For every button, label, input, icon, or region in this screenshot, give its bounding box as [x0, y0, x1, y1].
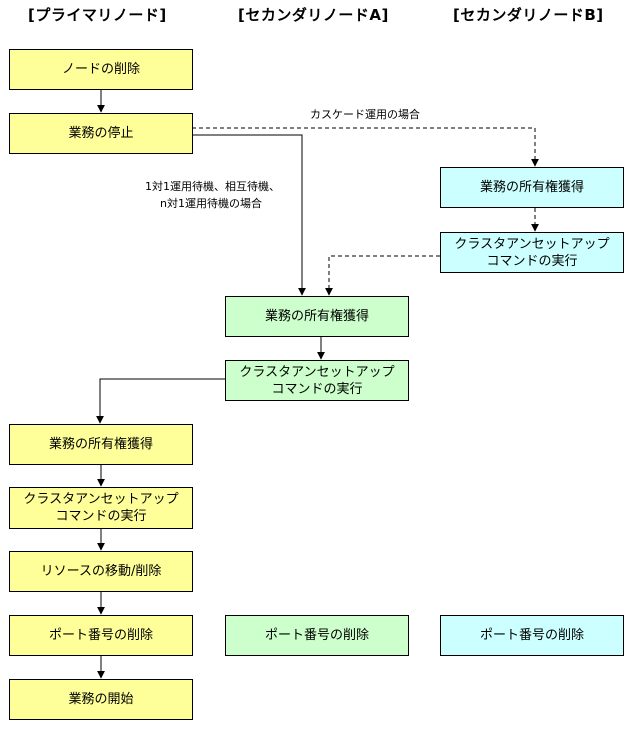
step-label: ノードの削除 — [61, 62, 140, 77]
secondary-b-step-cluster-unsetup: クラスタアンセットアップコマンドの実行 — [440, 232, 624, 273]
step-label: 業務の所有権獲得 — [479, 180, 584, 195]
secondary-a-step-cluster-unsetup: クラスタアンセットアップコマンドの実行 — [225, 360, 409, 401]
step-label: クラスタアンセットアップコマンドの実行 — [23, 492, 179, 524]
primary-step-move-delete-resource: リソースの移動/削除 — [9, 551, 193, 592]
primary-step-cluster-unsetup: クラスタアンセットアップコマンドの実行 — [9, 487, 193, 529]
secondary-b-step-delete-port: ポート番号の削除 — [440, 615, 624, 656]
step-label: ポート番号の削除 — [479, 628, 584, 643]
arrow-a-unsetup-to-primary-ownership — [96, 378, 225, 424]
primary-step-start-service: 業務の開始 — [9, 679, 193, 720]
step-label: ポート番号の削除 — [48, 628, 153, 643]
secondary-a-step-delete-port: ポート番号の削除 — [225, 615, 409, 656]
secondary-a-step-acquire-ownership: 業務の所有権獲得 — [225, 296, 409, 337]
step-label: クラスタアンセットアップコマンドの実行 — [239, 364, 395, 397]
arrow-stop-to-secondary-b — [192, 127, 539, 167]
step-label: リソースの移動/削除 — [40, 564, 162, 579]
header-secondary-node-a: [セカンダリノードA] — [238, 6, 389, 24]
step-label: 業務の所有権獲得 — [264, 309, 369, 324]
arrow-b-unsetup-to-a-ownership — [325, 255, 440, 296]
primary-step-acquire-ownership: 業務の所有権獲得 — [9, 424, 193, 465]
note-standby-line2: n対1運用待機の場合 — [160, 197, 262, 210]
step-label: クラスタアンセットアップコマンドの実行 — [454, 236, 610, 269]
step-label: 業務の所有権獲得 — [48, 437, 153, 452]
header-secondary-node-b: [セカンダリノードB] — [453, 6, 604, 24]
note-cascade: カスケード運用の場合 — [310, 108, 420, 121]
step-label: 業務の停止 — [68, 126, 134, 141]
primary-step-stop-service: 業務の停止 — [9, 113, 193, 154]
primary-step-remove-node: ノードの削除 — [9, 49, 193, 90]
note-standby-line1: 1対1運用待機、相互待機、 — [145, 180, 280, 193]
primary-step-delete-port: ポート番号の削除 — [9, 615, 193, 656]
secondary-b-step-acquire-ownership: 業務の所有権獲得 — [440, 167, 624, 208]
arrow-stop-to-secondary-a — [192, 134, 306, 296]
step-label: ポート番号の削除 — [264, 628, 369, 643]
header-primary-node: [プライマリノード] — [28, 6, 167, 24]
step-label: 業務の開始 — [68, 692, 134, 707]
